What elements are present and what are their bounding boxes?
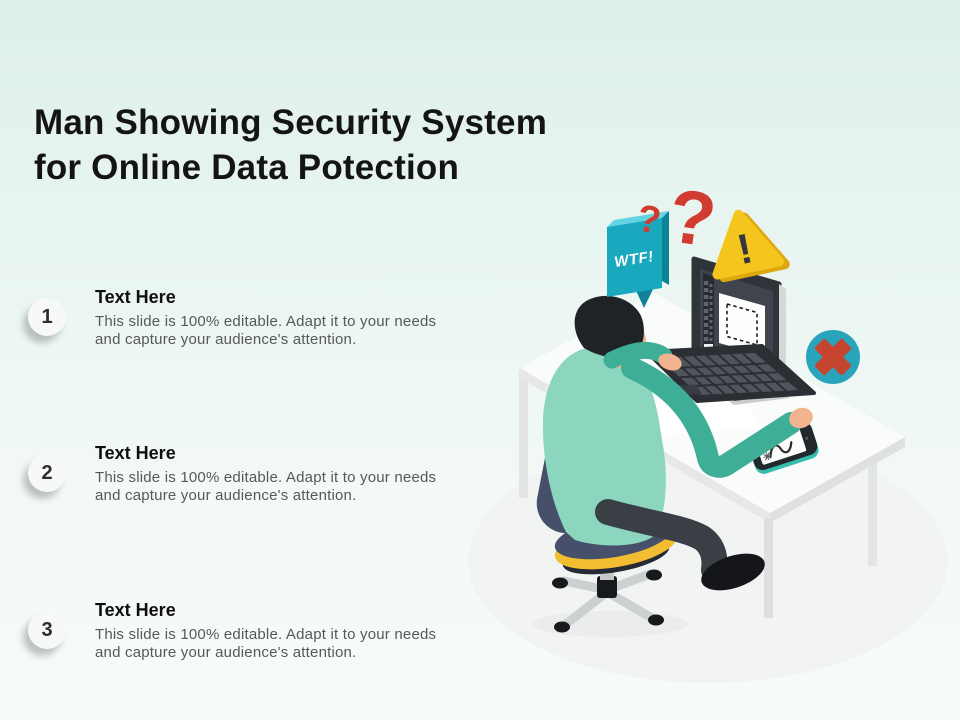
item-body-line-2: and capture your audience's attention. (95, 644, 357, 661)
man-torso (542, 346, 666, 546)
item-heading: Text Here (95, 600, 176, 620)
item-text-block: Text Here This slide is 100% editable. A… (95, 442, 436, 505)
list-item-3: 3 Text Here This slide is 100% editable.… (28, 599, 436, 662)
step-number-badge: 3 (28, 611, 66, 649)
editor-canvas (719, 293, 765, 356)
illustration-man-at-desk: WTF! ? ? ! (468, 175, 948, 683)
speech-bubble: WTF! (607, 211, 669, 308)
item-body-line-1: This slide is 100% editable. Adapt it to… (95, 313, 437, 330)
question-mark-large-icon: ? (663, 175, 721, 264)
step-number: 3 (41, 618, 53, 641)
list-item-1: 1 Text Here This slide is 100% editable.… (28, 286, 436, 349)
man-shoe (701, 553, 765, 591)
step-number: 2 (41, 461, 53, 484)
item-body: This slide is 100% editable. Adapt it to… (95, 626, 436, 662)
item-body: This slide is 100% editable. Adapt it to… (95, 313, 436, 349)
phone-squiggle (769, 441, 793, 458)
canvas-selection (726, 302, 758, 347)
item-body-line-2: and capture your audience's attention. (95, 331, 357, 348)
item-body: This slide is 100% editable. Adapt it to… (95, 469, 436, 505)
item-heading: Text Here (95, 443, 176, 463)
item-body-line-1: This slide is 100% editable. Adapt it to… (95, 469, 437, 486)
step-number-badge: 2 (28, 454, 66, 492)
item-text-block: Text Here This slide is 100% editable. A… (95, 599, 436, 662)
man-far-hand (658, 353, 682, 371)
list-item-2: 2 Text Here This slide is 100% editable.… (28, 442, 436, 505)
warning-triangle-icon: ! (712, 209, 790, 283)
speech-bubble-label: WTF! (613, 248, 655, 271)
keyboard (645, 344, 816, 403)
man-near-arm (621, 357, 802, 478)
item-heading: Text Here (95, 287, 176, 307)
phone-asterisk-icon (763, 452, 772, 461)
man-hair (574, 295, 644, 360)
item-body-line-2: and capture your audience's attention. (95, 487, 357, 504)
title-line-2: for Online Data Potection (34, 148, 460, 187)
item-body-line-1: This slide is 100% editable. Adapt it to… (95, 626, 437, 643)
man-near-hand (789, 407, 813, 429)
step-number-badge: 1 (28, 298, 66, 336)
page-title: Man Showing Security System for Online D… (34, 100, 547, 190)
step-number: 1 (41, 305, 53, 328)
item-text-block: Text Here This slide is 100% editable. A… (95, 286, 436, 349)
title-line-1: Man Showing Security System (34, 103, 548, 142)
error-cross-icon (806, 330, 860, 384)
man-far-arm (603, 342, 673, 369)
monitor-side-edge (779, 284, 786, 385)
man-arms (603, 342, 813, 478)
man-leg (595, 499, 728, 583)
